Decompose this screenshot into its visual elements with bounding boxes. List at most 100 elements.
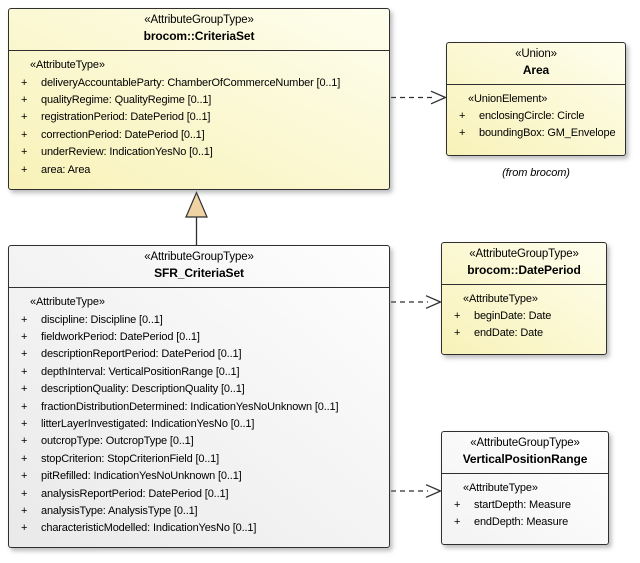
class-header: «AttributeGroupType» VerticalPositionRan…: [442, 432, 608, 474]
attribute-text: stopCriterion: StopCriterionField [0..1]: [41, 452, 220, 465]
attribute-row: + fieldworkPeriod: DatePeriod [0..1]: [9, 329, 387, 346]
attribute-text: endDate: Date: [474, 327, 543, 339]
attribute-text: underReview: IndicationYesNo [0..1]: [41, 146, 213, 159]
attribute-row: +analysisType: AnalysisType [0..1]: [9, 503, 387, 520]
visibility-plus: +: [454, 516, 461, 528]
class-header: «AttributeGroupType» SFR_CriteriaSet: [9, 246, 389, 288]
attribute-section-label: «AttributeType»: [463, 293, 538, 305]
attribute-row: + endDepth: Measure: [442, 514, 606, 531]
attribute-text: beginDate: Date: [474, 310, 552, 322]
attribute-text: pitRefilled: IndicationYesNoUnknown [0..…: [41, 470, 242, 483]
visibility-plus: +: [21, 452, 28, 465]
generalization-triangle-icon: [185, 190, 208, 218]
attribute-text: descriptionQuality: DescriptionQuality […: [41, 383, 245, 396]
attribute-text: area: Area: [41, 163, 91, 176]
attribute-row: +descriptionReportPeriod: DatePeriod [0.…: [9, 346, 387, 363]
attribute-text: enclosingCircle: Circle: [479, 110, 585, 122]
visibility-plus: +: [21, 400, 28, 413]
dependency-connector-criteriaset-to-area[interactable]: [391, 90, 448, 105]
attributes-compartment: «AttributeType» + beginDate: Date + endDat…: [442, 285, 606, 354]
class-stereotype: «AttributeGroupType»: [470, 437, 580, 449]
attribute-text: discipline: Discipline [0..1]: [41, 313, 163, 326]
attribute-text: outcropType: OutcropType [0..1]: [41, 435, 194, 448]
attribute-text: boundingBox: GM_Envelope: [479, 127, 616, 139]
attribute-row: + endDate: Date: [442, 325, 604, 342]
visibility-plus: +: [21, 522, 28, 535]
attribute-row: + beginDate: Date: [442, 308, 604, 325]
visibility-plus: +: [21, 417, 28, 430]
attribute-row: + area: Area: [9, 162, 387, 179]
class-box-verticalpositionrange[interactable]: «AttributeGroupType» VerticalPositionRan…: [441, 431, 609, 545]
visibility-plus: +: [21, 146, 28, 159]
attribute-row: + underReview: IndicationYesNo [0..1]: [9, 144, 387, 161]
dependency-connector-sfr-to-dateperiod[interactable]: [391, 295, 443, 309]
attribute-section-label: «AttributeType»: [30, 296, 105, 308]
class-header: «AttributeGroupType» brocom::DatePeriod: [442, 243, 606, 285]
attribute-text: endDepth: Measure: [474, 516, 569, 528]
attribute-row: + litterLayerInvestigated: IndicationYesN…: [9, 416, 387, 433]
attribute-row: +descriptionQuality: DescriptionQuality …: [9, 381, 387, 398]
attribute-text: fractionDistributionDetermined: Indicati…: [41, 400, 339, 413]
class-stereotype: «AttributeGroupType»: [144, 14, 254, 26]
class-box-brocom-dateperiod[interactable]: «AttributeGroupType» brocom::DatePeriod …: [441, 242, 607, 355]
visibility-plus: +: [21, 365, 28, 378]
attribute-row: + characteristicModelled: IndicationYesNo…: [9, 520, 387, 537]
attributes-compartment: «AttributeType» + discipline: Discipline …: [9, 288, 389, 547]
attribute-row: + correctionPeriod: DatePeriod [0..1]: [9, 127, 387, 144]
open-arrowhead-icon: [425, 484, 443, 498]
attribute-text: analysisType: AnalysisType [0..1]: [41, 504, 198, 517]
from-package-note: (from brocom): [502, 167, 570, 179]
attribute-text: depthInterval: VerticalPositionRange [0.…: [41, 365, 240, 378]
attribute-row: + deliveryAccountableParty: ChamberOfComm…: [9, 75, 387, 92]
class-header: «AttributeGroupType» brocom::CriteriaSet: [9, 9, 389, 51]
attributes-compartment: «UnionElement» +enclosingCircle: Circle …: [447, 85, 625, 155]
attribute-section-label: «UnionElement»: [468, 93, 548, 105]
attribute-section-label: «AttributeType»: [30, 59, 105, 71]
attribute-text: qualityRegime: QualityRegime [0..1]: [41, 93, 212, 106]
attribute-row: + analysisReportPeriod: DatePeriod [0..1]: [9, 486, 387, 503]
attribute-row: + fractionDistributionDetermined: Indicat…: [9, 399, 387, 416]
visibility-plus: +: [21, 487, 28, 500]
class-name: VerticalPositionRange: [462, 452, 588, 466]
generalization-connector-sfr-to-criteriaset[interactable]: [185, 190, 208, 246]
open-arrowhead-icon: [425, 295, 443, 309]
visibility-plus: +: [454, 310, 461, 322]
class-name: brocom::CriteriaSet: [143, 29, 255, 43]
visibility-plus: +: [454, 327, 461, 339]
open-arrowhead-icon: [430, 90, 448, 105]
attribute-text: correctionPeriod: DatePeriod [0..1]: [41, 128, 205, 141]
attribute-text: registrationPeriod: DatePeriod [0..1]: [41, 111, 211, 124]
class-box-sfr-criteriaset[interactable]: «AttributeGroupType» SFR_CriteriaSet «At…: [8, 245, 390, 548]
attribute-text: characteristicModelled: IndicationYesNo …: [41, 522, 257, 535]
visibility-plus: +: [21, 330, 28, 343]
class-box-area[interactable]: «Union» Area «UnionElement» + enclosingCi…: [446, 42, 626, 156]
class-stereotype: «AttributeGroupType»: [469, 248, 579, 260]
attribute-row: +qualityRegime: QualityRegime [0..1]: [9, 92, 387, 109]
attribute-text: litterLayerInvestigated: IndicationYesNo…: [41, 417, 255, 430]
visibility-plus: +: [21, 111, 28, 124]
attribute-row: + startDepth: Measure: [442, 497, 606, 514]
class-header: «Union» Area: [447, 43, 625, 85]
visibility-plus: +: [459, 110, 466, 122]
visibility-plus: +: [21, 163, 28, 176]
attribute-text: descriptionReportPeriod: DatePeriod [0..…: [41, 348, 242, 361]
attribute-text: startDepth: Measure: [474, 499, 571, 511]
class-name: Area: [522, 63, 550, 77]
attribute-row: + depthInterval: VerticalPositionRange [0…: [9, 364, 387, 381]
attribute-text: fieldworkPeriod: DatePeriod [0..1]: [41, 330, 200, 343]
class-box-brocom-criteriaset[interactable]: «AttributeGroupType» brocom::CriteriaSet…: [8, 8, 390, 190]
visibility-plus: +: [454, 499, 461, 511]
dependency-connector-sfr-to-verticalpositionrange[interactable]: [391, 484, 443, 498]
class-stereotype: «AttributeGroupType»: [144, 251, 254, 263]
attributes-compartment: «AttributeType» + deliveryAccountablePart…: [9, 51, 389, 189]
attributes-compartment: «AttributeType» +startDepth: Measure +en…: [442, 474, 608, 544]
class-stereotype: «Union»: [515, 48, 557, 60]
attribute-row: + enclosingCircle: Circle: [447, 108, 623, 125]
attribute-text: analysisReportPeriod: DatePeriod [0..1]: [41, 487, 229, 500]
visibility-plus: +: [21, 76, 28, 89]
visibility-plus: +: [459, 127, 466, 139]
visibility-plus: +: [21, 128, 28, 141]
class-name: brocom::DatePeriod: [467, 263, 581, 277]
attribute-text: deliveryAccountableParty: ChamberOfComme…: [41, 76, 341, 89]
